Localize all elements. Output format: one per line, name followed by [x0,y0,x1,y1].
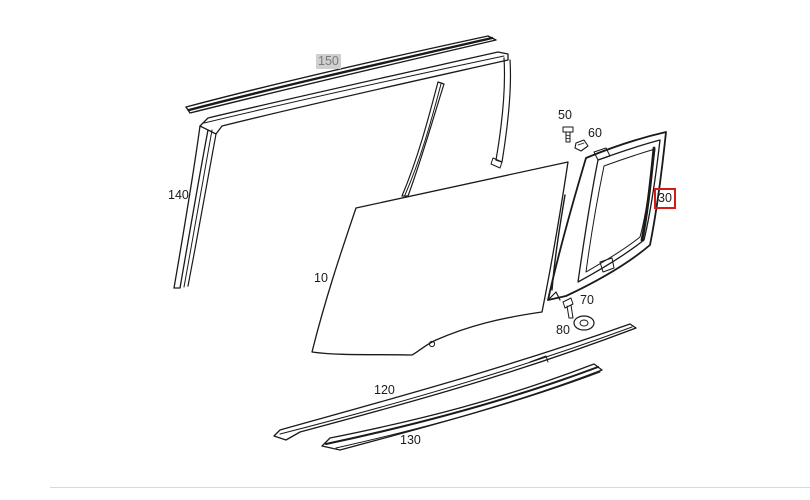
callout-130[interactable]: 130 [400,433,421,447]
callout-10[interactable]: 10 [314,271,328,285]
callout-30-selected[interactable]: 30 [654,188,676,209]
callout-150[interactable]: 150 [316,54,341,69]
part-140-drawing[interactable] [173,51,512,289]
part-130-drawing[interactable] [321,363,603,451]
callout-50[interactable]: 50 [558,108,572,122]
callout-120[interactable]: 120 [374,383,395,397]
callout-70[interactable]: 70 [580,293,594,307]
callout-60[interactable]: 60 [588,126,602,140]
bottom-divider [50,487,810,488]
part-60-drawing[interactable] [574,139,589,152]
part-10-drawing[interactable] [311,161,569,356]
callout-80[interactable]: 80 [556,323,570,337]
part-150-drawing[interactable] [185,35,497,114]
part-120-drawing[interactable] [273,323,637,441]
part-50-drawing[interactable] [562,126,574,143]
part-70-drawing[interactable] [562,297,574,319]
part-30-drawing[interactable] [547,131,667,301]
part-80-drawing[interactable] [573,315,595,331]
callout-140[interactable]: 140 [168,188,189,202]
